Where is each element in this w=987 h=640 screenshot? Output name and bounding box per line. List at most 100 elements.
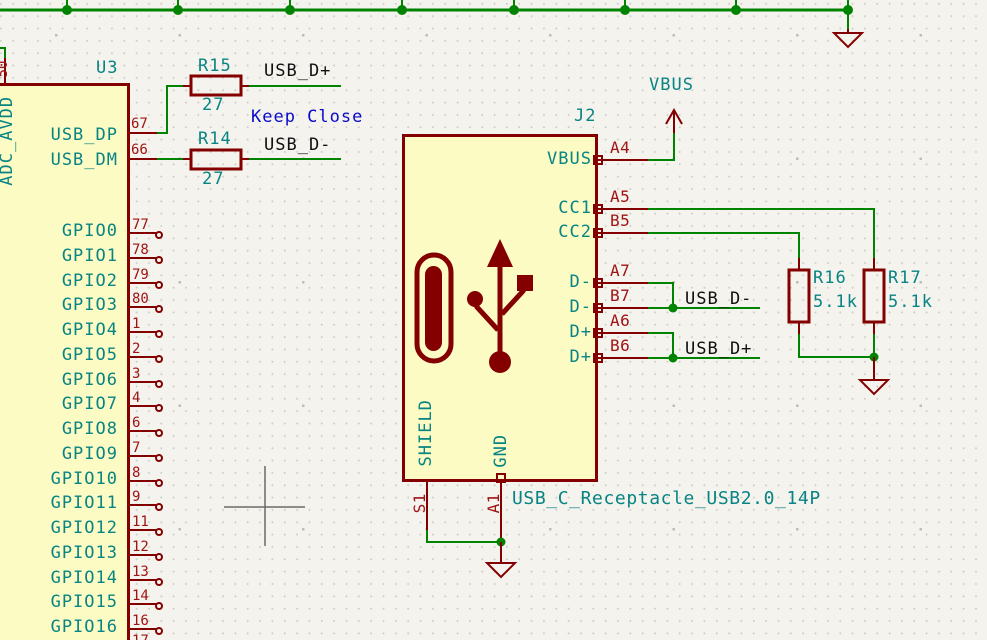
pin-number-b7: B7: [610, 286, 631, 305]
ic-top-pin-name: ADC_AVDD: [0, 95, 18, 186]
bus-junction-dot[interactable]: [731, 5, 741, 15]
r14-refdes[interactable]: R14: [198, 129, 232, 149]
ground-symbol-bottom[interactable]: [484, 542, 518, 579]
d-plus-a6-wire[interactable]: [648, 332, 674, 358]
pin-name-gpio15: GPIO15: [50, 592, 118, 612]
cc2-wire[interactable]: [648, 232, 800, 258]
pin-number-79: 79: [132, 267, 149, 283]
pin-number-9: 9: [132, 489, 141, 505]
pin-number-b6: B6: [610, 336, 631, 355]
bus-junction-dot[interactable]: [173, 5, 183, 15]
pin-end-circle: [155, 380, 163, 388]
pin-number-b5: B5: [610, 211, 631, 230]
ic-refdes[interactable]: U3: [96, 58, 119, 78]
net-label-usb-dp-right[interactable]: USB_D+: [685, 339, 753, 359]
r16-value[interactable]: 5.1k: [813, 292, 858, 312]
pin-name-gpio7: GPIO7: [61, 394, 118, 414]
resistor-r15-body[interactable]: [189, 74, 243, 97]
pin-number-6: 6: [132, 415, 141, 431]
ground-symbol-right[interactable]: [857, 357, 891, 396]
connector-footprint-label[interactable]: USB_C_Receptacle_USB2.0_14P: [512, 488, 821, 509]
bus-junction-dot[interactable]: [285, 5, 295, 15]
pin-number-13: 13: [132, 564, 149, 580]
pin-name-cc1: CC1: [558, 198, 592, 218]
pin-number-a4: A4: [610, 138, 631, 157]
pin-end-circle: [155, 627, 163, 635]
r17-refdes[interactable]: R17: [888, 268, 922, 288]
connector-refdes[interactable]: J2: [574, 106, 597, 126]
pin-end-circle: [155, 256, 163, 264]
adc-avdd-wire[interactable]: [0, 47, 6, 58]
net-label-usb-dm-right[interactable]: USB_D-: [685, 289, 753, 309]
pin-number-a7: A7: [610, 261, 631, 280]
bus-junction-dot[interactable]: [509, 5, 519, 15]
pin-number-a1: A1: [483, 493, 503, 514]
pin-end-circle: [155, 528, 163, 536]
pin-end-circle: [155, 553, 163, 561]
pin-name-vbus: VBUS: [547, 149, 592, 169]
pin-name-gpio12: GPIO12: [50, 518, 118, 538]
pin-number-12: 12: [132, 539, 149, 555]
pin-end-circle: [155, 330, 163, 338]
pin-end-circle: [155, 231, 163, 239]
ground-symbol-top[interactable]: [831, 29, 865, 49]
vbus-wire[interactable]: [648, 133, 675, 161]
gnd-pin-root: [496, 473, 506, 483]
pin-number-3: 3: [132, 366, 141, 382]
net-label-usb-dp[interactable]: USB_D+: [264, 61, 332, 81]
pin-root-square: [593, 228, 603, 238]
usb-dp-wire[interactable]: [157, 85, 183, 134]
r14-value[interactable]: 27: [202, 169, 225, 189]
pin-number-8: 8: [132, 465, 141, 481]
pin-end-circle: [155, 503, 163, 511]
connector-pin-lines[interactable]: [593, 155, 648, 363]
r16-refdes[interactable]: R16: [813, 268, 847, 288]
pin-name-gpio1: GPIO1: [61, 246, 118, 266]
d-minus-a7-wire[interactable]: [648, 282, 674, 308]
bus-junction-dot[interactable]: [620, 5, 630, 15]
pin-name-gpio3: GPIO3: [61, 295, 118, 315]
vbus-power-symbol[interactable]: [665, 107, 683, 133]
junction-d-plus[interactable]: [668, 353, 678, 363]
pin-name-gpio2: GPIO2: [61, 271, 118, 291]
pin-number-11: 11: [132, 514, 149, 530]
pin-end-circle: [155, 305, 163, 313]
pin-name-gpio11: GPIO11: [50, 493, 118, 513]
pin-name-gpio5: GPIO5: [61, 345, 118, 365]
pin-name-cc2: CC2: [558, 222, 592, 242]
pin-name-gpio13: GPIO13: [50, 543, 118, 563]
r17-value[interactable]: 5.1k: [888, 292, 933, 312]
note-keep-close[interactable]: Keep Close: [251, 107, 364, 127]
bus-junction-dot[interactable]: [62, 5, 72, 15]
r16-gnd-wire[interactable]: [798, 334, 874, 358]
pin-number-67: 67: [131, 116, 148, 132]
pin-number-a5: A5: [610, 187, 631, 206]
ic-u3-body[interactable]: [0, 83, 130, 640]
pin-name-gpio0: GPIO0: [61, 221, 118, 241]
pin-name-d-: D-: [569, 272, 592, 292]
pin-root-square: [593, 204, 603, 214]
bus-junction-dot[interactable]: [397, 5, 407, 15]
pin-name-gpio4: GPIO4: [61, 320, 118, 340]
pin-name-gpio8: GPIO8: [61, 419, 118, 439]
pin-number-78: 78: [132, 242, 149, 258]
pin-number-4: 4: [132, 390, 141, 406]
net-label-usb-dm[interactable]: USB_D-: [264, 135, 332, 155]
pin-name-gpio16: GPIO16: [50, 617, 118, 637]
r15-refdes[interactable]: R15: [198, 56, 232, 76]
vbus-power-label[interactable]: VBUS: [649, 75, 694, 95]
r15-value[interactable]: 27: [202, 95, 225, 115]
gpio-pin-lines[interactable]: [130, 231, 163, 635]
cc1-wire[interactable]: [648, 208, 875, 258]
junction-d-minus[interactable]: [668, 303, 678, 313]
shield-gnd-wire[interactable]: [426, 530, 501, 543]
pin-end-circle: [155, 281, 163, 289]
resistor-r16-body[interactable]: [787, 268, 811, 324]
bus-junctions[interactable]: [62, 0, 853, 15]
pin-end-circle: [155, 429, 163, 437]
resistor-r14-body[interactable]: [189, 148, 243, 171]
pin-number-77: 77: [132, 217, 149, 233]
resistor-r17-body[interactable]: [862, 268, 886, 324]
